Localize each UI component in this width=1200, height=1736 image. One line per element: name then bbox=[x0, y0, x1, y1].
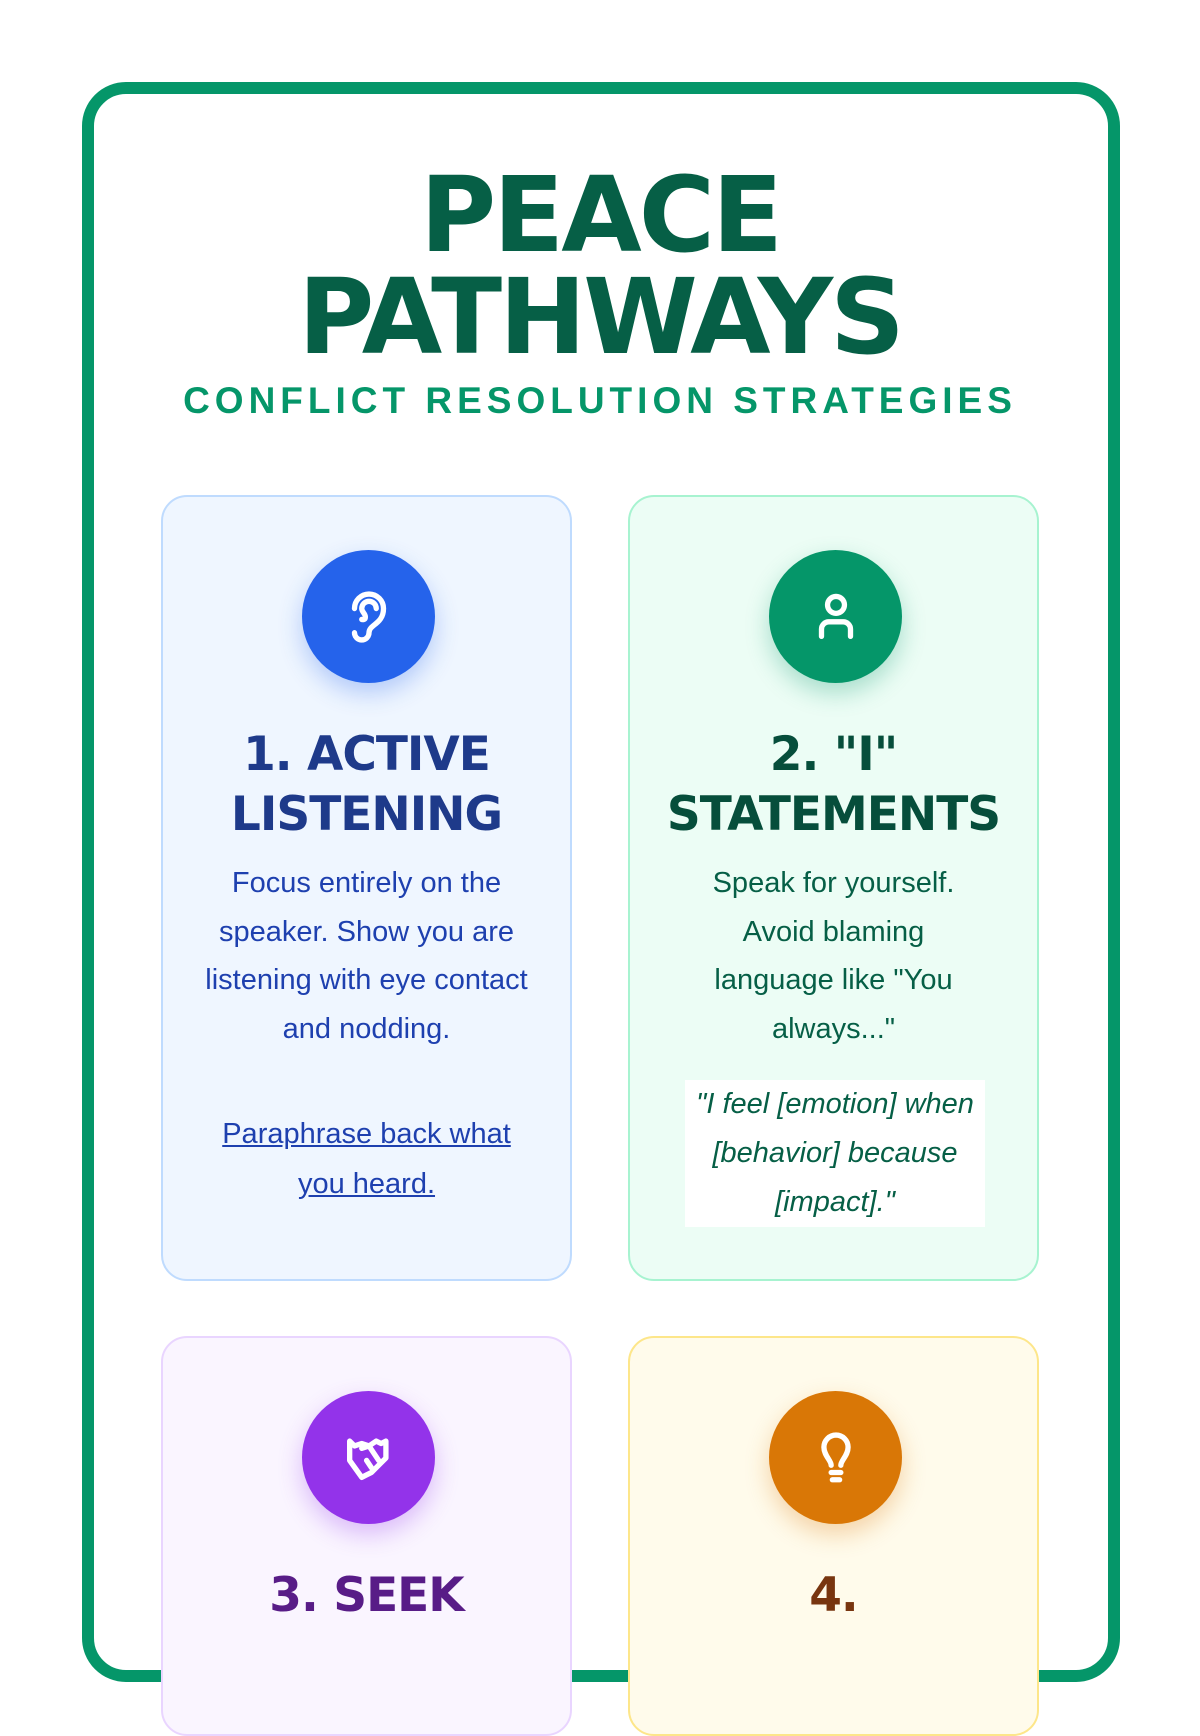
card-i-statements: 2. "I"STATEMENTS Speak for yourself. Avo… bbox=[628, 495, 1039, 1281]
subtitle: CONFLICT RESOLUTION STRATEGIES bbox=[183, 380, 1017, 421]
paraphrase-link[interactable]: Paraphrase back what you heard. bbox=[222, 1118, 511, 1200]
title-line-1: PEACE bbox=[419, 154, 783, 276]
card-title: 3. SEEK bbox=[269, 1568, 464, 1623]
card-body: Speak for yourself. Avoid blaming langua… bbox=[712, 867, 955, 1045]
title-line-2: PATHWAYS bbox=[298, 256, 905, 378]
lightbulb-icon bbox=[769, 1391, 902, 1524]
card-4: 4. bbox=[628, 1336, 1039, 1736]
user-icon bbox=[769, 550, 902, 683]
ear-icon bbox=[302, 550, 435, 683]
handshake-icon bbox=[302, 1391, 435, 1524]
card-title: 2. "I"STATEMENTS bbox=[666, 727, 1001, 842]
example-quote: "I feel [emotion] when [behavior] becaus… bbox=[685, 1080, 985, 1227]
card-body: Focus entirely on the speaker. Show you … bbox=[205, 867, 528, 1045]
card-title: 4. bbox=[809, 1568, 859, 1623]
card-seek: 3. SEEK bbox=[161, 1336, 572, 1736]
